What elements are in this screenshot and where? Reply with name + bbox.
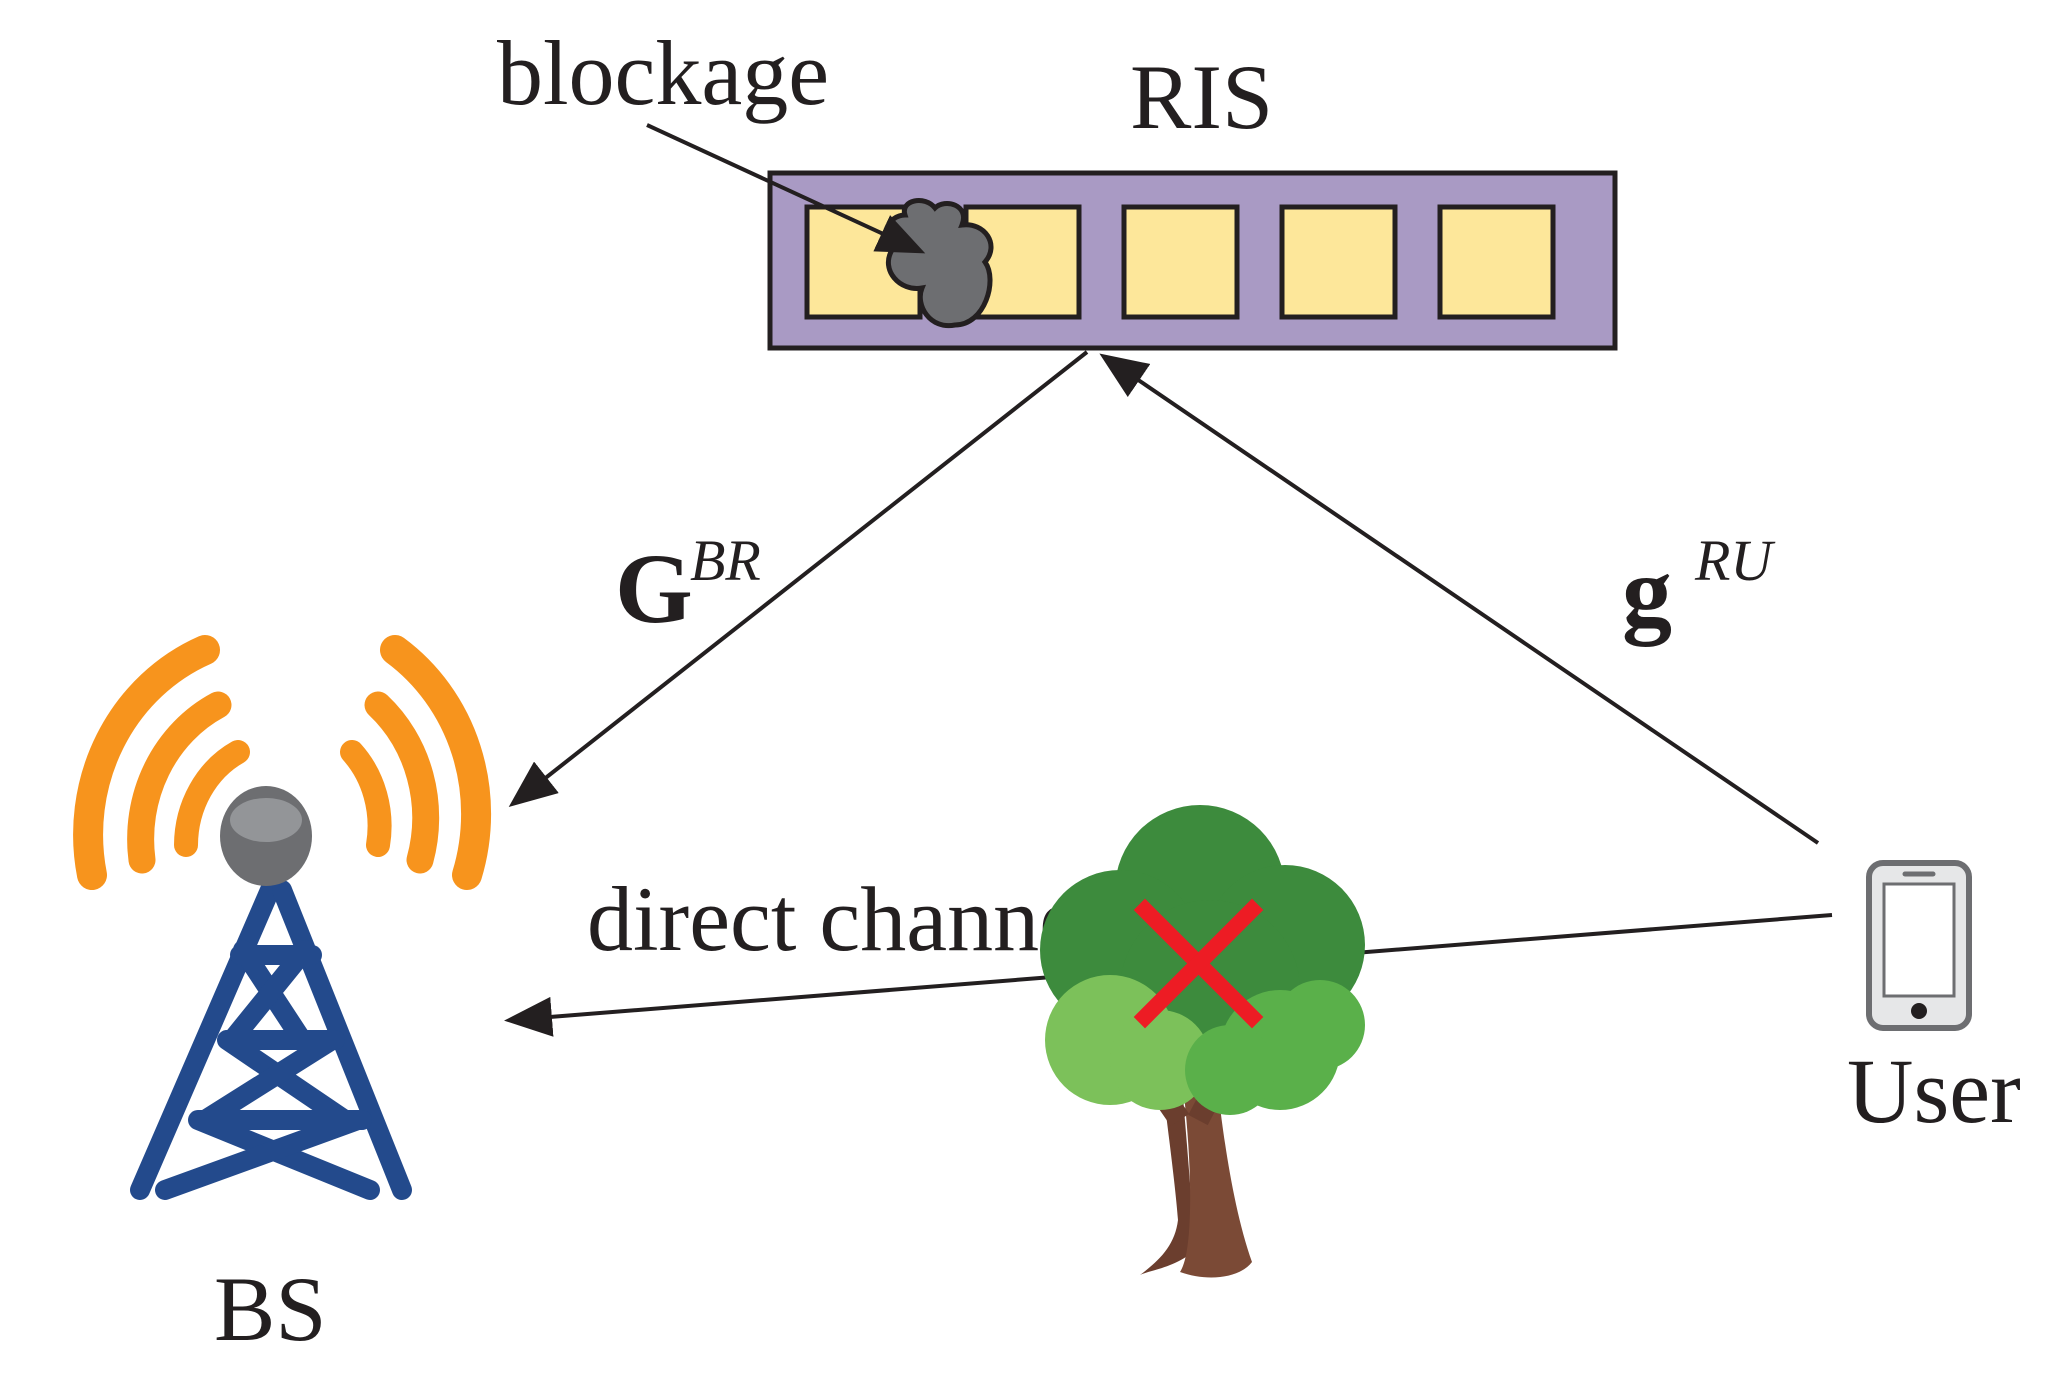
ris-panel [767, 170, 1618, 351]
tower-icon [73, 635, 492, 1200]
channel-superscript-bs-ris: BR [690, 528, 761, 593]
user-to-ris-channel-arrow [1099, 353, 1820, 845]
bs-label: BS [214, 1258, 327, 1360]
ris-label: RIS [1130, 46, 1273, 148]
blockage-label: blockage [497, 22, 829, 124]
cross-icon [1133, 898, 1264, 1029]
user-label: User [1847, 1040, 2021, 1142]
tree-icon [1040, 805, 1365, 1278]
phone-icon [1866, 860, 1972, 1031]
direct-channel-label: direct channel [587, 868, 1106, 970]
channel-symbol-bs-ris: G [615, 533, 693, 644]
channel-superscript-ris-user: RU [1694, 528, 1776, 593]
ris-to-bs-channel-arrow [508, 350, 1089, 807]
blockage-pointer-arrow [646, 123, 926, 254]
ris-element-4 [1279, 204, 1398, 320]
channel-label-bs-ris: G BR [615, 528, 761, 644]
ris-element-3 [1121, 204, 1240, 320]
channel-symbol-ris-user: g [1622, 536, 1672, 647]
channel-label-ris-user: g RU [1622, 528, 1776, 647]
ris-element-5 [1437, 204, 1556, 320]
